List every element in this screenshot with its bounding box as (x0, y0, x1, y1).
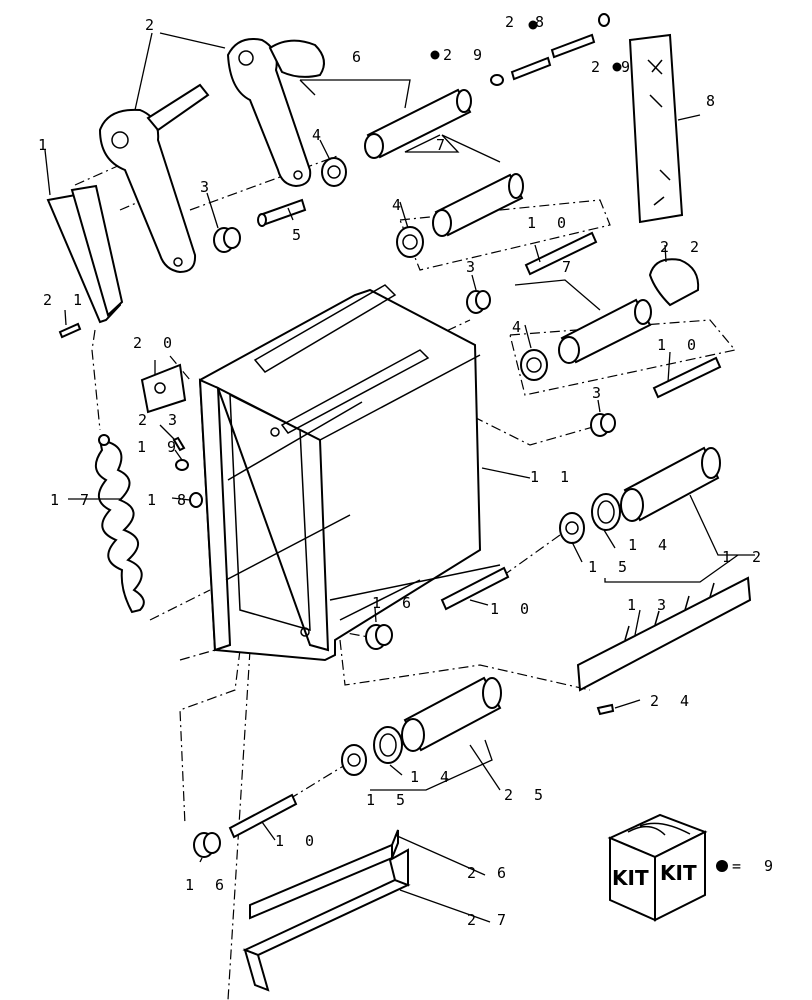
callout-26: 2 6 (467, 864, 512, 882)
part-13-scraper-bar (576, 576, 752, 692)
callout-6: 6 (352, 48, 367, 66)
part-10-shaft-mid (652, 356, 722, 399)
part-23-bolt (172, 436, 186, 452)
callout-29-right: 2 9 (591, 58, 636, 76)
callout-2: 2 (145, 16, 160, 34)
callout-10-mid: 1 0 (657, 336, 702, 354)
part-29-collars (490, 13, 610, 86)
kit-bullet-29a-icon (430, 50, 440, 60)
callout-14-lower: 1 4 (410, 768, 455, 786)
callout-9: 9 (764, 857, 779, 875)
callout-27: 2 7 (467, 911, 512, 929)
part-10-shaft-bottom (228, 793, 298, 839)
callout-29-left: 2 9 (443, 46, 488, 64)
callout-numbers: 2 1 3 5 6 4 7 4 1 0 3 7 4 1 0 3 2 2 8 2 … (38, 13, 779, 929)
callout-21: 2 1 (43, 291, 88, 309)
part-15-seal-lower (341, 744, 367, 776)
part-4-bearing-mid (396, 226, 424, 258)
part-25-roller (401, 676, 502, 752)
callout-17: 1 7 (50, 491, 95, 509)
callout-14-upper: 1 4 (628, 536, 673, 554)
callout-16-upper: 1 6 (372, 594, 417, 612)
part-22-sleeve (648, 258, 700, 307)
callout-16-lower: 1 6 (185, 876, 230, 894)
callout-28: 2 8 (505, 13, 550, 31)
kit-box-icon (607, 813, 708, 922)
callout-25: 2 5 (504, 786, 549, 804)
leader-lines (44, 32, 755, 923)
callout-19: 1 9 (137, 438, 182, 456)
callout-3-lower: 3 (592, 384, 607, 402)
part-19-nut (175, 459, 189, 471)
callout-1: 1 (38, 136, 53, 154)
callout-15-upper: 1 5 (588, 558, 633, 576)
part-14-bearing-upper (591, 493, 621, 531)
callout-10-upper: 1 0 (527, 214, 572, 232)
part-8-belt-strip (628, 33, 684, 224)
callout-3-mid: 3 (466, 258, 481, 276)
callout-20: 2 0 (133, 334, 178, 352)
callout-10-bottom: 1 0 (275, 832, 320, 850)
kit-label-right: KIT (660, 861, 697, 885)
part-2-arm-right (226, 38, 325, 188)
callout-8: 8 (706, 92, 721, 110)
callout-18: 1 8 (147, 491, 192, 509)
callout-7-lower: 7 (562, 258, 577, 276)
part-11-main-frame (198, 284, 501, 662)
part-5-pin (257, 198, 307, 227)
callout-10-lower: 1 0 (490, 600, 535, 618)
callout-23: 2 3 (138, 411, 183, 429)
part-14-bearing-lower (373, 726, 403, 764)
callout-7-upper: 7 (436, 136, 451, 154)
kit-equals: = (732, 857, 747, 875)
part-3-bushing-upper (213, 227, 241, 253)
callout-15-lower: 1 5 (366, 791, 411, 809)
kit-bullet-29b-icon (612, 62, 622, 72)
part-17-spring (95, 434, 145, 614)
part-10-shaft-lower (440, 566, 510, 611)
part-24-bolt (596, 703, 615, 716)
part-1-side-plate (46, 184, 124, 324)
part-21-bolt (58, 322, 82, 339)
part-27-angle-bar (242, 848, 411, 992)
callout-4-upper: 4 (312, 126, 327, 144)
part-4-bearing-lower (520, 349, 548, 381)
kit-bullet-icon (716, 860, 728, 872)
part-16-hub-lower (193, 832, 221, 858)
callout-12: 1 2 (722, 548, 767, 566)
part-20-bracket (140, 363, 187, 414)
kit-bullet-28-icon (528, 20, 538, 30)
callout-24: 2 4 (650, 692, 695, 710)
part-16-hub-upper (365, 624, 393, 650)
callout-11: 1 1 (530, 468, 575, 486)
part-15-seal-upper (559, 512, 585, 544)
part-26-strip (249, 829, 399, 920)
part-3-bushing-lower (590, 413, 616, 437)
part-28-rods (510, 33, 596, 81)
part-12-roller (620, 446, 721, 522)
callout-3-upper: 3 (200, 178, 215, 196)
part-7-roller-upper (432, 173, 524, 237)
part-6-roller (364, 88, 472, 159)
callout-22: 2 2 (660, 238, 705, 256)
callout-5: 5 (292, 226, 307, 244)
part-2-arm-left (98, 83, 210, 274)
kit-label-left: KIT (612, 866, 649, 890)
callout-4-mid: 4 (392, 196, 407, 214)
part-7-roller-lower (558, 298, 652, 364)
part-10-shaft-upper (524, 231, 598, 276)
part-4-bearing-upper (321, 157, 347, 187)
callout-4-lower: 4 (512, 318, 527, 336)
part-3-bushing-mid (466, 290, 491, 314)
callout-13: 1 3 (627, 596, 672, 614)
